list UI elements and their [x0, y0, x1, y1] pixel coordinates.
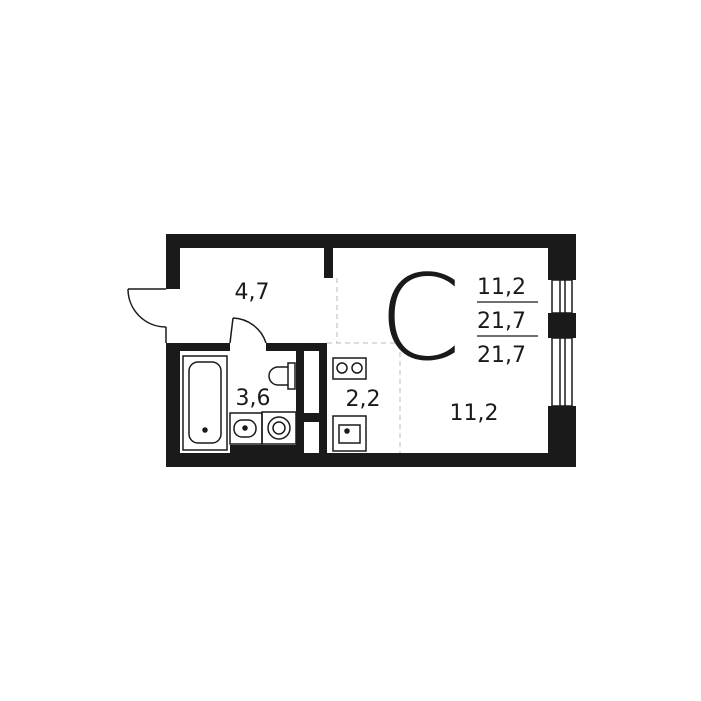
room-area-living-room: 11,2: [450, 401, 499, 426]
bathroom-sink: [229, 412, 263, 445]
entrance-door: [127, 288, 167, 343]
type-letter: С: [379, 249, 461, 387]
zone-lines: [327, 278, 401, 453]
windows: [551, 279, 573, 407]
room-area-bathroom: 3,6: [236, 386, 271, 411]
bathtub: [182, 355, 228, 451]
bathroom-door: [229, 317, 267, 344]
interior-walls: [180, 248, 333, 453]
room-area-kitchen: 2,2: [346, 387, 381, 412]
total-area-with-balcony: 21,7: [477, 343, 526, 368]
toilet: [268, 362, 296, 390]
kitchen-sink: [332, 415, 367, 452]
area-summary: 11,2 21,7 21,7: [477, 275, 538, 368]
kitchen-stove: [332, 357, 367, 380]
living-area: 11,2: [477, 275, 526, 300]
outer-walls: [166, 234, 576, 467]
total-area: 21,7: [477, 309, 526, 334]
room-area-hallway: 4,7: [235, 280, 270, 305]
